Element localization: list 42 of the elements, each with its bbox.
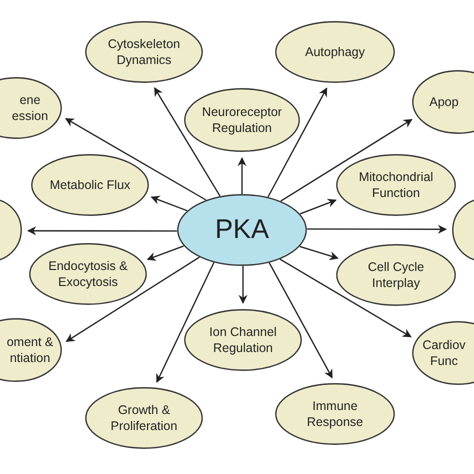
node-label: ene ession <box>10 92 50 124</box>
node-label: Cytoskeleton Dynamics <box>106 36 182 68</box>
arrow <box>307 224 447 234</box>
process-ellipse <box>275 21 395 83</box>
node-label: oment & ntiation <box>6 334 54 366</box>
arrow <box>146 245 184 261</box>
node-label: Cardiov Func <box>421 336 467 370</box>
arrow <box>300 198 337 214</box>
arrow <box>66 256 200 342</box>
arrow <box>65 118 206 201</box>
node-label: Neuroreceptor Regulation <box>201 104 283 136</box>
node-label: Metabolic Flux <box>50 176 130 194</box>
arrow <box>238 157 246 194</box>
process-ellipse <box>29 243 147 305</box>
hub-label: PKA <box>214 213 270 246</box>
arrow <box>267 87 328 198</box>
process-ellipse <box>85 387 203 449</box>
arrow <box>150 196 188 212</box>
node-label: Mitochondrial Function <box>358 168 434 202</box>
arrow <box>280 118 413 202</box>
arrow <box>238 266 248 304</box>
hub-ellipse <box>177 194 307 266</box>
process-ellipse <box>31 154 149 216</box>
process-ellipse <box>336 244 456 306</box>
process-ellipse <box>184 309 302 371</box>
node-label: Growth & Proliferation <box>110 402 178 434</box>
node-label: Autophagy <box>305 44 365 60</box>
arrow <box>156 262 214 383</box>
arrow <box>268 262 333 378</box>
node-label: Immune Response <box>306 398 364 430</box>
process-ellipse <box>85 21 203 83</box>
process-ellipse <box>275 383 395 445</box>
process-ellipse <box>336 154 456 216</box>
arrow <box>154 87 221 196</box>
node-label: Cell Cycle Interplay <box>366 258 426 292</box>
process-ellipse <box>184 88 300 152</box>
node-label: Ion Channel Regulation <box>208 324 278 356</box>
node-label: Endocytosis & Exocytosis <box>47 258 129 290</box>
node-label: Apop <box>429 94 459 110</box>
arrow <box>300 246 339 260</box>
arrow <box>27 226 177 236</box>
arrow <box>280 258 412 338</box>
